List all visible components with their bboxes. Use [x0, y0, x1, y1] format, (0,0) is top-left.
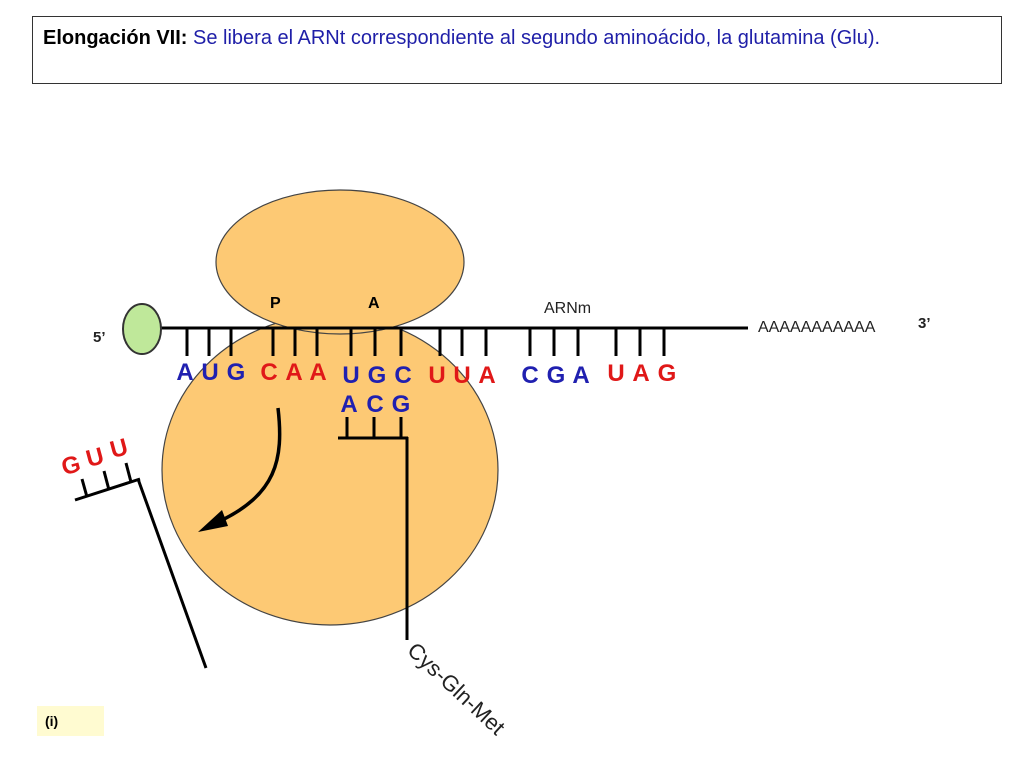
mrna-label: ARNm [544, 300, 591, 317]
codon-3-nt-3: C [394, 362, 411, 389]
codon-4-nt-1: U [428, 362, 445, 389]
codon-3-nt-1: U [342, 362, 359, 389]
codon-6: U A G [607, 360, 676, 387]
anticodon-nt-3: G [392, 391, 411, 418]
three-prime-label: 3’ [918, 315, 931, 332]
released-trna-nt-3: U [107, 433, 131, 464]
codon-2-nt-2: A [285, 359, 302, 386]
codon-1-nt-3: G [227, 359, 246, 386]
release-arrow [198, 407, 282, 532]
codon-1-nt-2: U [201, 359, 218, 386]
codon-2-nt-3: A [309, 359, 326, 386]
peptide-chain-label: Cys-Gln-Met [403, 637, 510, 739]
codon-4: U U A [428, 362, 495, 389]
codon-1: A U G [176, 359, 245, 386]
slide-label: (i) [37, 706, 104, 736]
ribosome-small-subunit [215, 189, 465, 335]
codon-2-nt-1: C [260, 359, 277, 386]
codon-6-nt-1: U [607, 360, 624, 387]
codon-4-nt-3: A [478, 362, 495, 389]
codon-5-nt-2: G [547, 362, 566, 389]
mrna-ticks [185, 328, 666, 356]
codon-4-nt-2: U [453, 362, 470, 389]
codon-3: U G C [342, 362, 411, 389]
released-trna-nt-2: U [83, 442, 107, 473]
anticodon-nt-1: A [340, 391, 357, 418]
a-site-trna: A C G [338, 391, 410, 640]
codon-2: C A A [260, 359, 326, 386]
title-box: Elongación VII: Se libera el ARNt corres… [32, 16, 1002, 84]
codon-1-nt-1: A [176, 359, 193, 386]
title-text: Se libera el ARNt correspondiente al seg… [187, 27, 881, 49]
p-site-label: P [270, 295, 281, 312]
codon-5-nt-3: A [572, 362, 589, 389]
codon-5-nt-1: C [521, 362, 538, 389]
five-prime-label: 5’ [93, 329, 106, 346]
codon-6-nt-3: G [658, 360, 677, 387]
anticodon-nt-2: C [366, 391, 383, 418]
poly-a-tail: AAAAAAAAAAA [758, 319, 876, 336]
released-trna-nt-1: G [59, 450, 84, 481]
a-site-label: A [368, 295, 380, 312]
codon-6-nt-2: A [632, 360, 649, 387]
codon-5: C G A [521, 362, 589, 389]
codon-3-nt-2: G [368, 362, 387, 389]
five-prime-cap [122, 303, 162, 355]
title-prefix: Elongación VII: [43, 27, 188, 49]
